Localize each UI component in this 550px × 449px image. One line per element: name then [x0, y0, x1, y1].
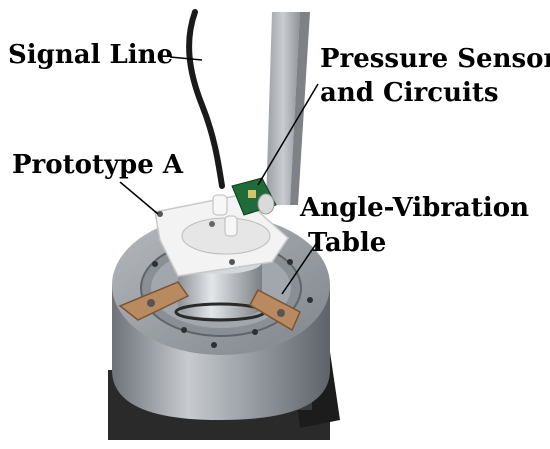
pressure-sensor-label-line2: and Circuits — [320, 78, 499, 108]
prototype-pointer — [119, 181, 159, 215]
angle-vibration-label-line2: Table — [308, 228, 387, 258]
pressure-sensor-label-line1: Pressure Sensor — [320, 44, 550, 74]
angle-vibration-pointer — [281, 243, 317, 295]
signal-line-label: Signal Line — [8, 40, 174, 70]
prototype-plate — [154, 194, 289, 277]
angle-vibration-label-line1: Angle-Vibration — [300, 193, 530, 223]
signal-cable — [186, 9, 225, 189]
signal-line-pointer — [169, 56, 203, 61]
circuit-board — [231, 177, 277, 216]
prototype-label: Prototype A — [12, 150, 184, 180]
mount-brackets — [118, 281, 301, 332]
annotation-lines — [119, 56, 319, 295]
pressure-sensor-pointer — [257, 83, 319, 186]
